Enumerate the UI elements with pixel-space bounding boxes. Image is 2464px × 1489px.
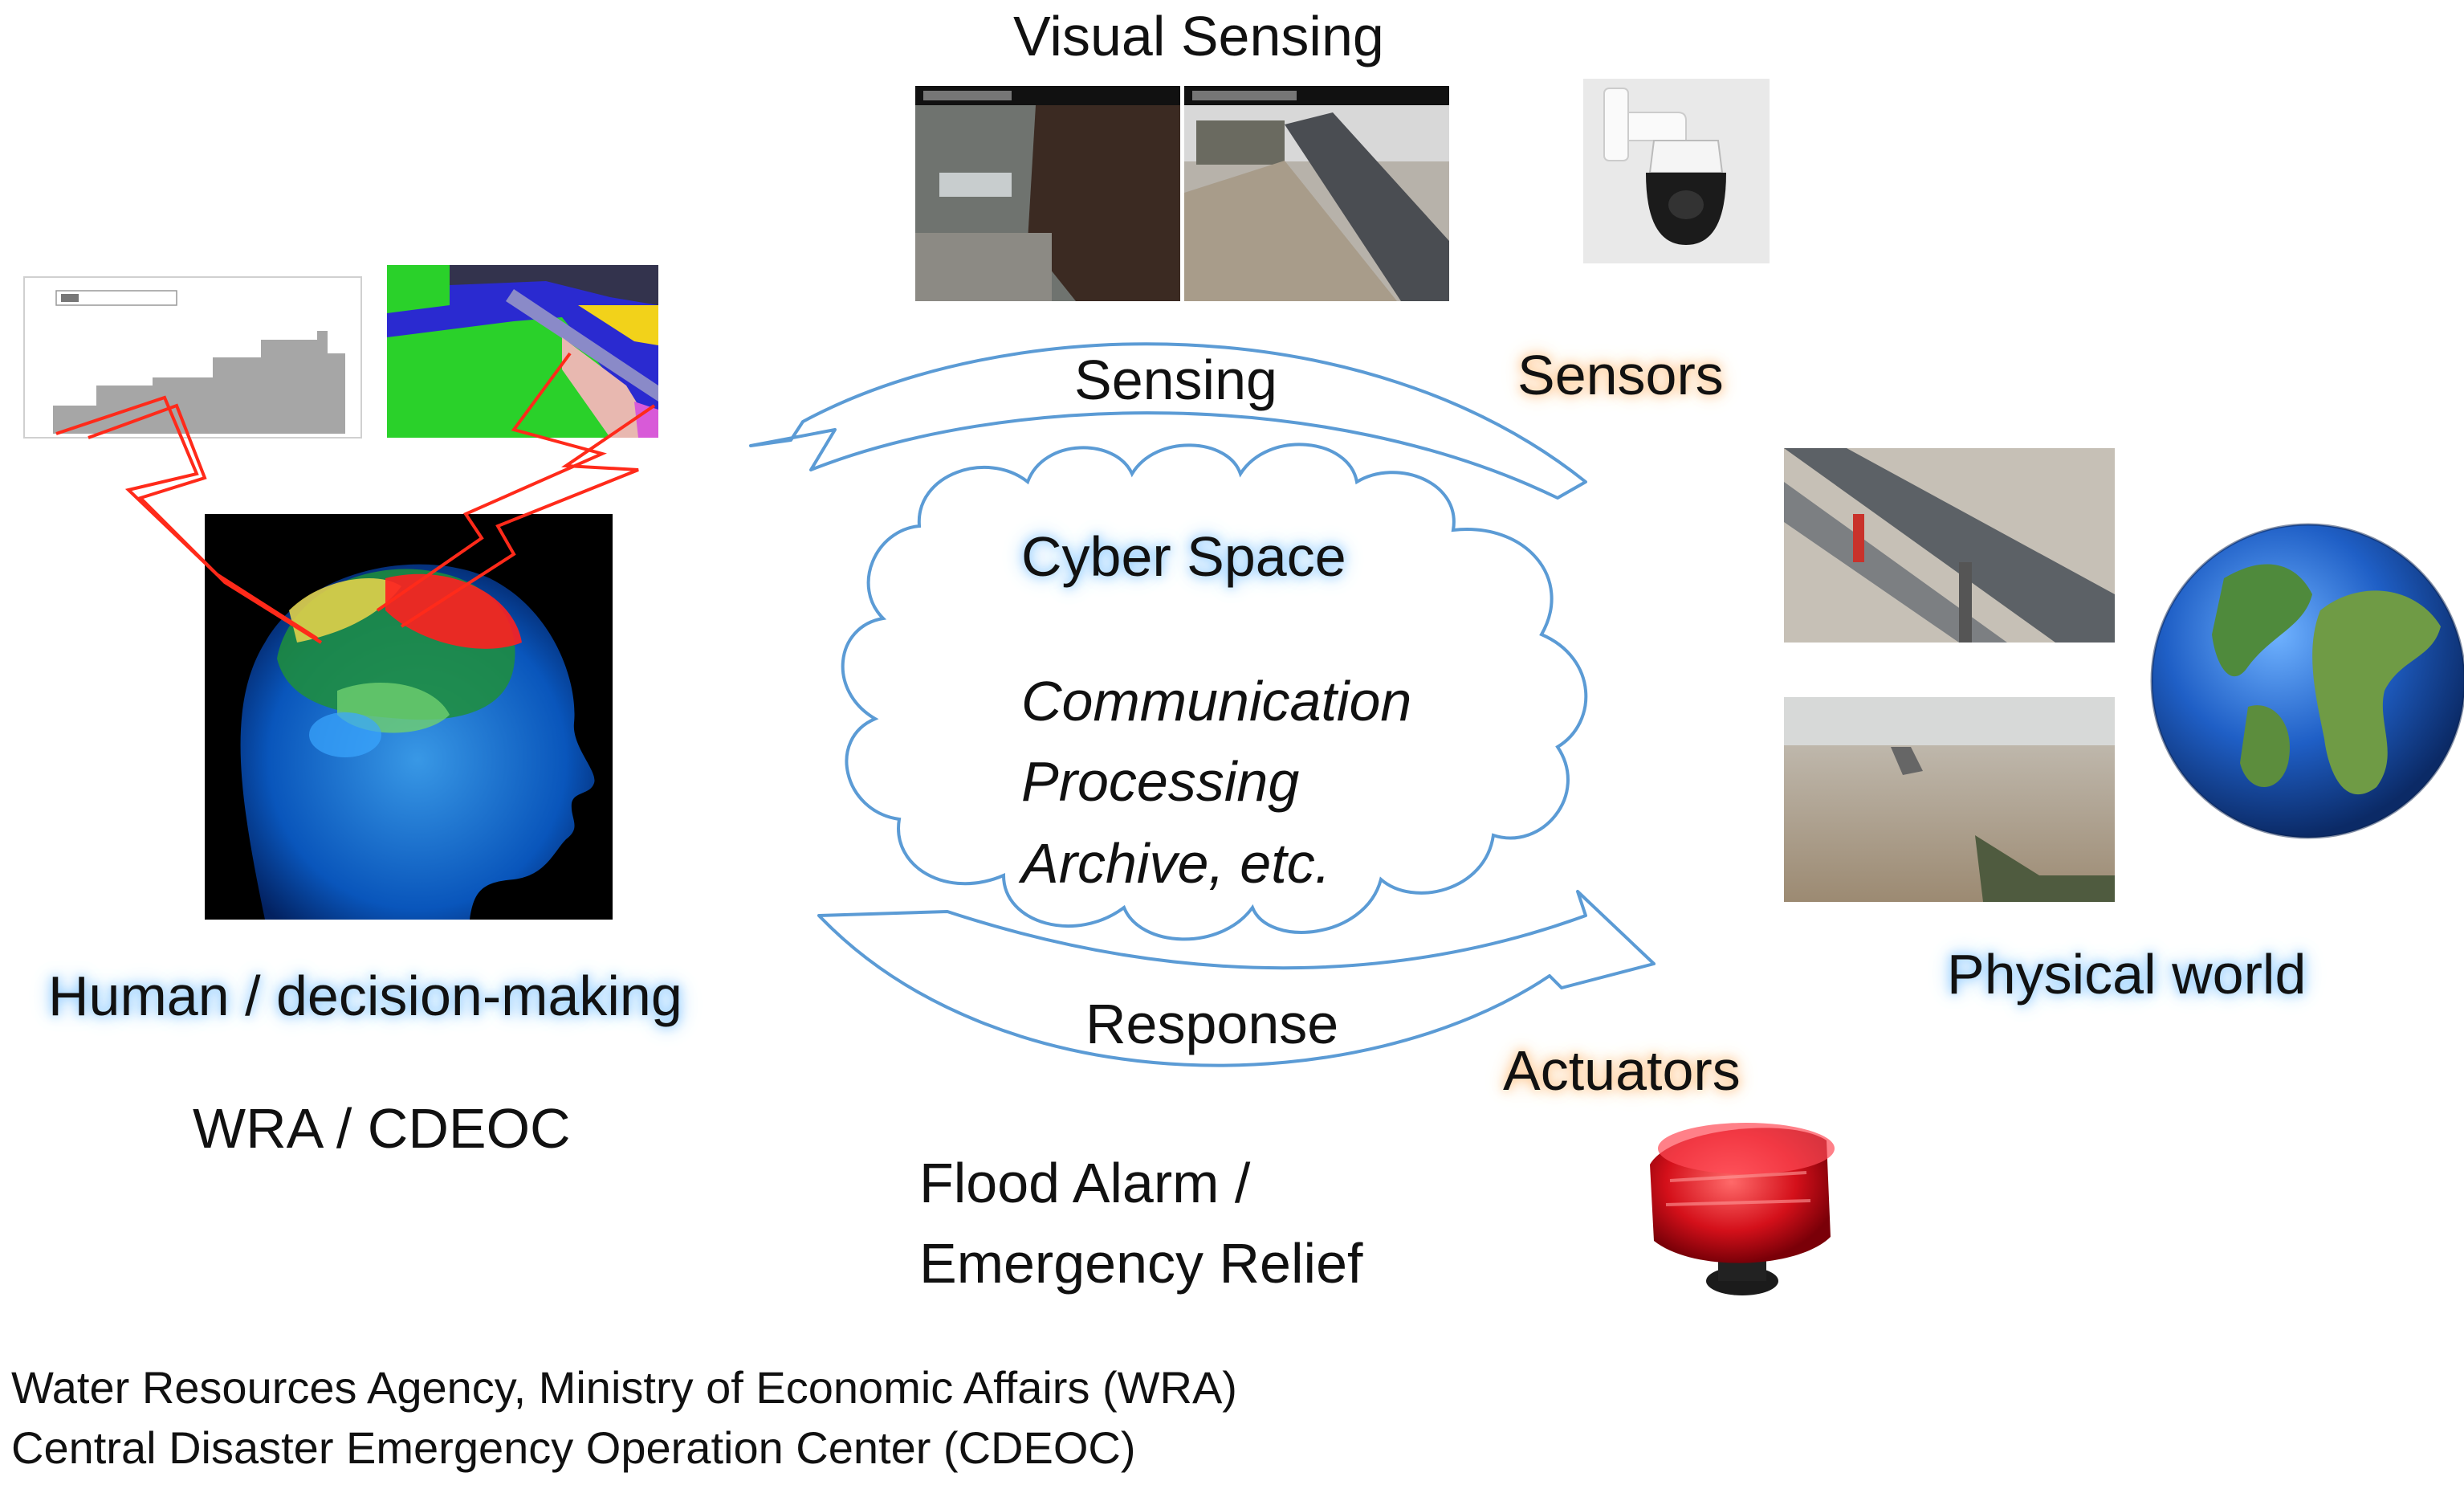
- visual-sensing-label: Visual Sensing: [1013, 5, 1384, 67]
- flood-photo-river: [1784, 697, 2115, 902]
- ptz-camera-icon: [1583, 79, 1770, 263]
- water-level-chart: [23, 276, 362, 439]
- cloud-archive-label: Archive, etc.: [1021, 832, 1331, 895]
- sensing-label: Sensing: [1074, 349, 1277, 411]
- sensors-label: Sensors: [1517, 344, 1724, 406]
- human-decision-making-label: Human / decision-making: [48, 965, 682, 1027]
- flood-alarm-label: Flood Alarm /: [919, 1152, 1251, 1214]
- lightning-left: [55, 395, 323, 644]
- chart-area-series: [53, 331, 345, 434]
- cyber-space-label: Cyber Space: [1021, 525, 1346, 588]
- footnote-cdeoc: Central Disaster Emergency Operation Cen…: [11, 1422, 1136, 1473]
- emergency-relief-label: Emergency Relief: [919, 1232, 1363, 1295]
- cctv-frame-right: [1184, 86, 1449, 301]
- red-siren-icon: [1650, 1123, 1835, 1295]
- brain-head-image: [205, 514, 613, 920]
- segmentation-map: [387, 265, 658, 438]
- chart-legend: [55, 290, 177, 306]
- response-label: Response: [1085, 993, 1339, 1055]
- earth-globe-icon: [2150, 523, 2464, 839]
- flood-photo-bridge: [1784, 448, 2115, 643]
- sensing-arrow: [749, 342, 1587, 500]
- cloud-processing-label: Processing: [1021, 750, 1300, 813]
- response-arrow: [817, 890, 1656, 1067]
- cctv-frame-left: [915, 86, 1180, 301]
- lightning-right: [376, 352, 656, 628]
- cloud-communication-label: Communication: [1021, 670, 1412, 732]
- wra-cdeoc-label: WRA / CDEOC: [193, 1097, 571, 1160]
- cyber-space-cloud: [841, 443, 1588, 941]
- physical-world-label: Physical world: [1947, 943, 2307, 1006]
- footnote-wra: Water Resources Agency, Ministry of Econ…: [11, 1362, 1237, 1413]
- actuators-label: Actuators: [1503, 1039, 1741, 1102]
